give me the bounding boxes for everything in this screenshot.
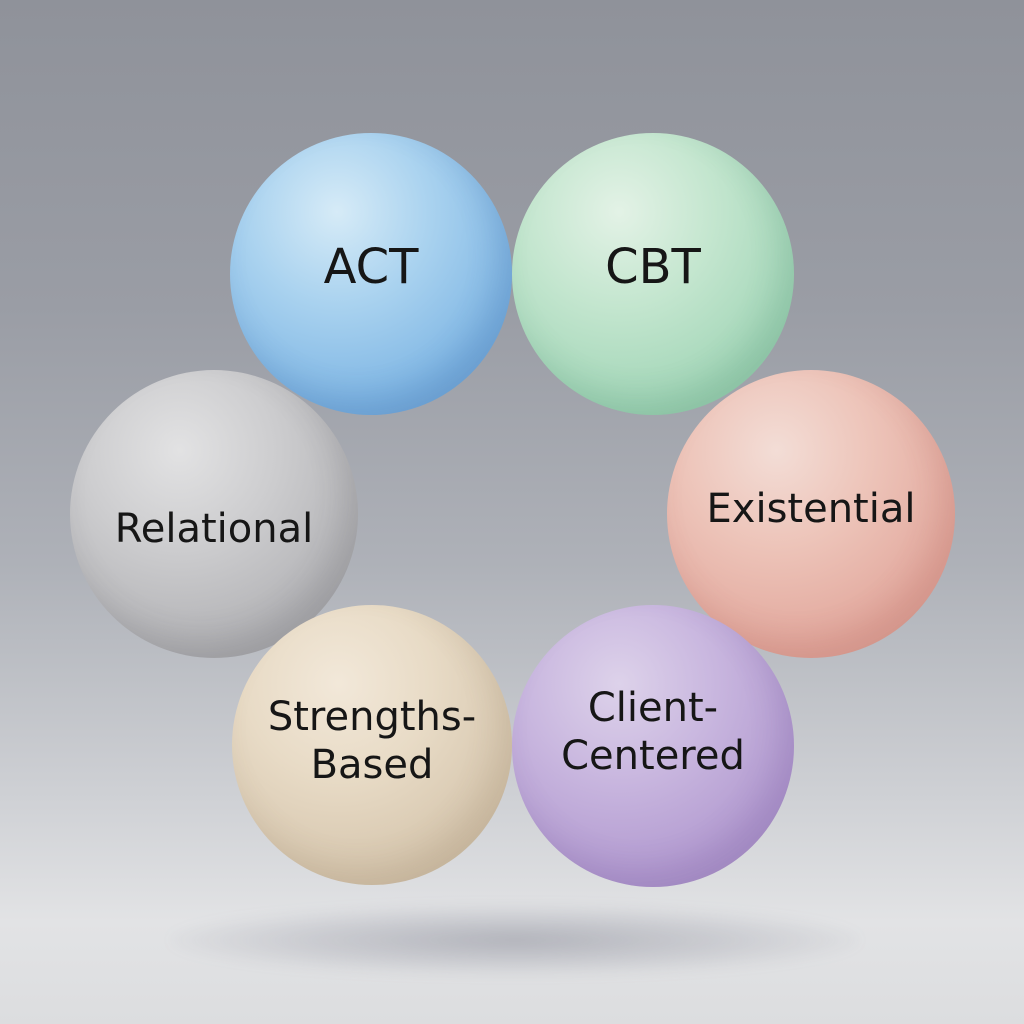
sphere-label-act: ACT (323, 239, 419, 296)
sphere-label-strengths-based: Strengths- Based (267, 694, 477, 788)
sphere-cbt: CBT (512, 133, 794, 415)
sphere-label-client-centered: Client- Centered (561, 685, 745, 779)
sphere-relational: Relational (70, 370, 358, 658)
sphere-existential: Existential (667, 370, 955, 658)
sphere-label-relational: Relational (114, 506, 314, 552)
sphere-act: ACT (230, 133, 512, 415)
sphere-client-centered: Client- Centered (512, 605, 794, 887)
floor-shadow (170, 905, 860, 975)
sphere-label-cbt: CBT (605, 239, 701, 296)
sphere-label-existential: Existential (706, 486, 916, 532)
sphere-strengths-based: Strengths- Based (232, 605, 512, 885)
